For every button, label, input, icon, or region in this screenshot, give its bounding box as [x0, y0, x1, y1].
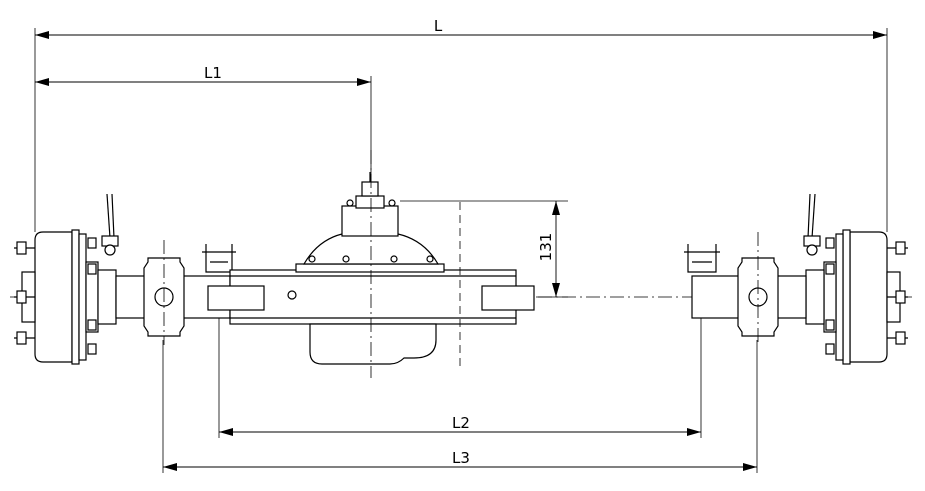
left-spring-seat	[202, 244, 236, 273]
differential-carrier	[295, 150, 461, 378]
right-spring-seat	[684, 244, 720, 273]
dimension-label-overall: L	[434, 17, 443, 35]
right-wheel-hub	[803, 193, 908, 365]
right-wheel-studs	[887, 241, 908, 345]
left-knuckle	[143, 240, 185, 345]
dimension-hub-span: L3	[162, 340, 758, 473]
dimension-housing-height: 131	[400, 200, 568, 298]
dimension-spring-span: L2	[218, 300, 702, 438]
right-knuckle	[737, 232, 779, 345]
left-wheel-hub	[14, 193, 119, 365]
dimension-to-center: L1	[35, 64, 372, 182]
right-brake-lever	[803, 193, 821, 256]
dimension-overall: L	[34, 17, 888, 232]
axle-housing	[207, 269, 535, 325]
dimension-label-hub-span: L3	[452, 449, 470, 467]
dimension-label-housing-height: 131	[537, 233, 555, 262]
left-wheel-studs	[14, 241, 35, 345]
dimension-label-to-center: L1	[204, 64, 222, 82]
dimension-label-spring-span: L2	[452, 414, 470, 432]
left-brake-lever	[101, 193, 119, 256]
